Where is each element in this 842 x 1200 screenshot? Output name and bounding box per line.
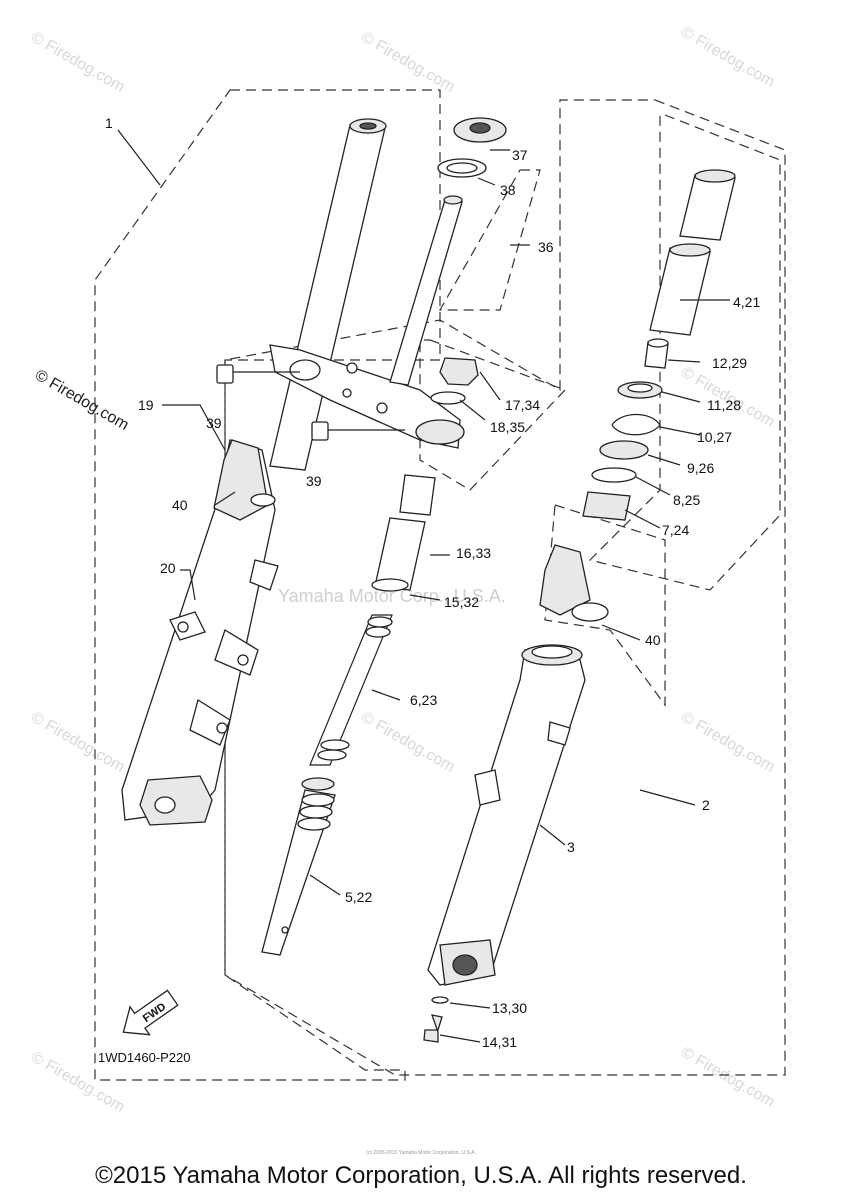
left-axle-holder — [139, 775, 213, 826]
part-3-outer-tube — [427, 649, 586, 986]
left-caliper-mounts — [169, 559, 279, 746]
part-4-21 — [649, 247, 711, 336]
left-fork-assembly — [121, 118, 465, 826]
watermark-firedog: © Firedog.com — [358, 709, 458, 776]
callout-36: 36 — [538, 239, 554, 255]
callout-17-34: 17,34 — [505, 397, 540, 413]
watermark-firedog: © Firedog.com — [678, 1044, 778, 1111]
left-axle-bore — [154, 796, 176, 814]
part-5-22-damper — [261, 777, 336, 956]
watermark-firedog: © Firedog.com — [678, 24, 778, 91]
callout-1: 1 — [105, 115, 113, 131]
bracket-clamp-left — [289, 359, 321, 381]
fwd-arrow-icon: FWD — [122, 989, 179, 1036]
callout-5-22: 5,22 — [345, 889, 372, 905]
bracket-hole — [376, 402, 388, 414]
watermark-firedog: © Firedog.com — [28, 29, 128, 96]
watermark-firedog-dark: © Firedog.com — [32, 367, 132, 434]
callout-20: 20 — [160, 560, 176, 576]
left-inner-tube — [269, 124, 386, 471]
callout-10-27: 10,27 — [697, 429, 732, 445]
callout-16-33: 16,33 — [456, 545, 491, 561]
callout-15-32: 15,32 — [444, 594, 479, 610]
right-parts — [423, 169, 736, 1043]
callout-39-upper: 39 — [206, 415, 222, 431]
bracket-hole — [346, 362, 358, 374]
callout-9-26: 9,26 — [687, 460, 714, 476]
callout-40-left: 40 — [172, 497, 188, 513]
copyright-notice: ©2015 Yamaha Motor Corporation, U.S.A. A… — [95, 1162, 747, 1189]
part-17-34 — [439, 357, 479, 386]
watermark-firedog: © Firedog.com — [358, 29, 458, 96]
right-fork-guard-40 — [539, 544, 591, 616]
left-tube-top-bore — [359, 122, 377, 130]
callout-39-lower: 39 — [306, 473, 322, 489]
right-caliper-mount — [474, 769, 501, 806]
callout-38: 38 — [500, 182, 516, 198]
part-4-21-upper — [679, 174, 736, 241]
callout-11-28: 11,28 — [707, 397, 741, 413]
part-16-33-top — [399, 474, 436, 516]
part-6-23-spring — [309, 614, 393, 766]
callout-13-30: 13,30 — [492, 1000, 527, 1016]
callout-19: 19 — [138, 397, 154, 413]
part-13-30 — [431, 996, 449, 1004]
callout-labels: 1 2 3 4,21 5,22 6,23 7,24 8,25 9,26 10,2… — [105, 115, 760, 1050]
callout-14-31: 14,31 — [482, 1034, 517, 1050]
inner-box-cap — [419, 339, 567, 491]
part-15-32 — [371, 578, 409, 592]
diagram-code: 1WD1460-P220 — [98, 1050, 191, 1065]
left-tube-collar — [250, 493, 276, 507]
bracket-hole — [342, 388, 352, 398]
part-8-25 — [591, 467, 637, 483]
part-16-33 — [374, 517, 426, 591]
callout-18-35: 18,35 — [490, 419, 525, 435]
callout-37: 37 — [512, 147, 528, 163]
watermark-yamaha: Yamaha Motor Corp., U.S.A. — [278, 586, 506, 606]
center-parts — [261, 117, 507, 956]
inner-box-damper — [588, 114, 781, 591]
steering-stem-top — [443, 195, 463, 205]
part-10-27-clip — [611, 413, 661, 436]
fine-print: (c) 2005-2015 Yamaha Motor Corporation, … — [366, 1150, 476, 1156]
steering-stem — [389, 199, 463, 386]
watermark-firedog: © Firedog.com — [678, 709, 778, 776]
inner-box-36 — [438, 169, 541, 311]
leader-lines — [117, 129, 730, 1043]
callout-40-right: 40 — [645, 632, 661, 648]
callout-8-25: 8,25 — [673, 492, 700, 508]
callout-2: 2 — [702, 797, 710, 813]
bracket-clamp-right — [415, 419, 465, 445]
callout-12-29: 12,29 — [712, 355, 747, 371]
part-18-35 — [430, 391, 466, 405]
part-9-26 — [599, 440, 649, 460]
bolt-39-upper — [216, 364, 300, 384]
callout-6-23: 6,23 — [410, 692, 437, 708]
watermark-firedog: © Firedog.com — [28, 709, 128, 776]
bolt-39-lower — [311, 421, 405, 441]
callout-3: 3 — [567, 839, 575, 855]
part-7-24 — [582, 491, 631, 521]
part-14-31 — [423, 1014, 443, 1043]
inner-box-outer-tube — [544, 504, 666, 707]
callout-4-21: 4,21 — [733, 294, 760, 310]
callout-7-24: 7,24 — [662, 522, 689, 538]
